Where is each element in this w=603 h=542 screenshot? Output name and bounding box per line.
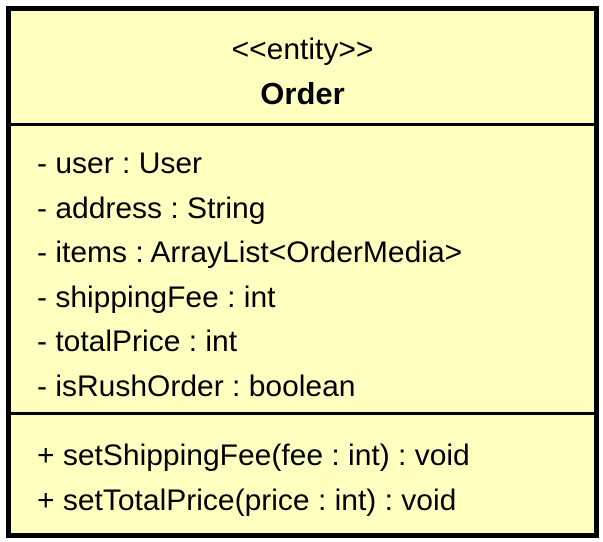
operation-set-total-price: + setTotalPrice(price : int) : void [37,483,457,517]
class-name: Order [260,76,345,111]
uml-class-order: <<entity>> Order - user : User - address… [6,6,599,538]
attribute-is-rush-order: - isRushOrder : boolean [37,369,356,403]
attributes-divider [11,123,594,126]
attribute-items: - items : ArrayList<OrderMedia> [37,236,463,270]
attribute-user: - user : User [37,147,203,180]
attribute-address: - address : String [37,191,266,225]
class-header: <<entity>> Order [11,11,594,123]
attributes-compartment: - user : User - address : String - items… [37,142,587,410]
class-stereotype: <<entity>> [231,33,374,66]
attribute-total-price: - totalPrice : int [37,325,238,359]
operation-set-shipping-fee: + setShippingFee(fee : int) : void [37,439,470,472]
attribute-shipping-fee: - shippingFee : int [37,280,276,314]
operations-compartment: + setShippingFee(fee : int) : void + set… [37,434,587,523]
operations-divider [11,412,594,415]
